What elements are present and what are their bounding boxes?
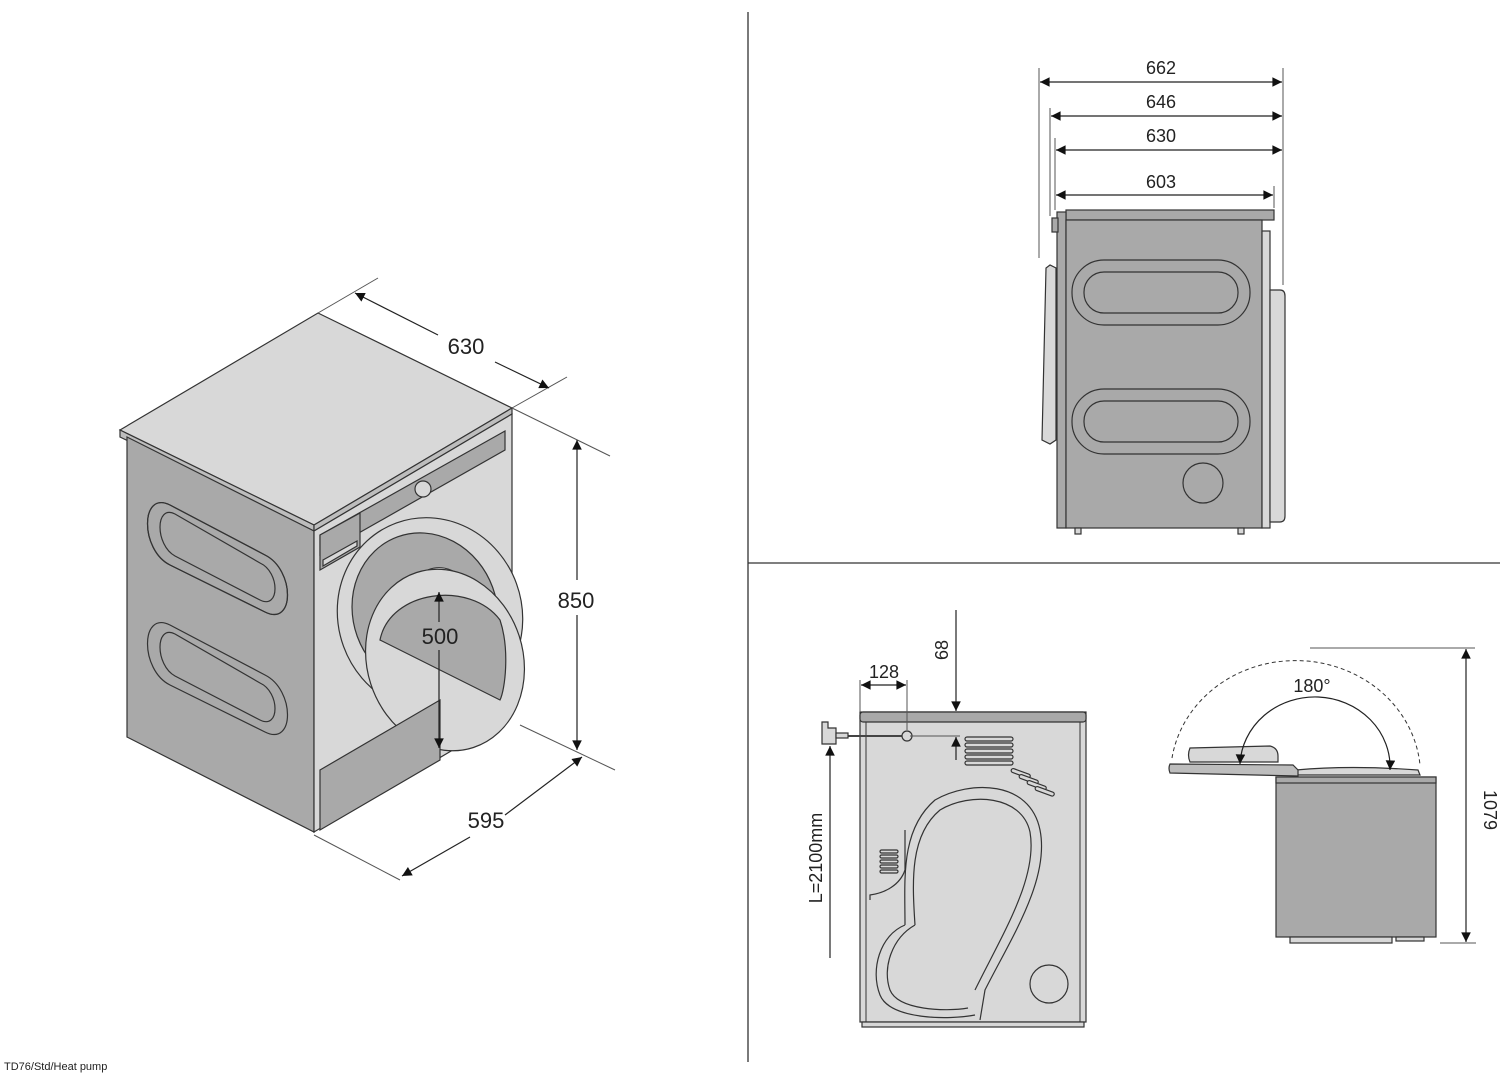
door-opening-label: 500: [422, 624, 459, 649]
rear-vent: [1029, 964, 1069, 1004]
cable-length-label: L=2100mm: [806, 813, 826, 904]
dim-label-603: 603: [1146, 172, 1176, 192]
rear-top: [859, 711, 1087, 723]
side-groove-bottom: [1071, 388, 1251, 455]
rear-duct: [875, 786, 1043, 1021]
side-cabinet: [1065, 219, 1263, 529]
isometric-view: 630 850 595 500: [118, 277, 616, 881]
door-glass: [379, 594, 507, 701]
swing-cabinet: [1275, 776, 1437, 938]
total-height-label: 1079: [1480, 790, 1500, 830]
dim-label-646: 646: [1146, 92, 1176, 112]
model-caption: TD76/Std/Heat pump: [4, 1061, 108, 1073]
swing-arc-dashed: [1171, 660, 1421, 766]
open-door-lid: [1187, 745, 1279, 763]
dim-label-630: 630: [1146, 126, 1176, 146]
side-view: 662 646 630 603: [1038, 58, 1286, 535]
angle-label: 180°: [1293, 676, 1330, 696]
plug-icon: [821, 721, 837, 745]
side-door-profile: [1041, 264, 1057, 445]
dim-depth: 630: [317, 277, 568, 409]
cable-offset-label: 128: [869, 662, 899, 682]
swing-arc: [1235, 696, 1396, 771]
rear-vents: [879, 736, 1055, 874]
height-label: 850: [558, 588, 595, 613]
width-label: 595: [468, 808, 505, 833]
rear-view: 128 68 L=2100mm: [806, 610, 1087, 1028]
top-lid: [1065, 209, 1275, 221]
side-grooves: [146, 502, 289, 735]
dim-width: 595: [313, 756, 583, 881]
depth-label: 630: [448, 334, 485, 359]
dim-door-opening: 500: [422, 591, 459, 749]
control-knob: [414, 480, 432, 498]
side-vent: [1182, 462, 1224, 504]
closed-door: [1295, 766, 1421, 776]
door-swing-view: 180° 1079: [1168, 647, 1500, 944]
dim-height: 850: [511, 407, 616, 771]
cable-height-label: 68: [932, 640, 952, 660]
side-groove-top: [1071, 259, 1251, 326]
dim-label-662: 662: [1146, 58, 1176, 78]
